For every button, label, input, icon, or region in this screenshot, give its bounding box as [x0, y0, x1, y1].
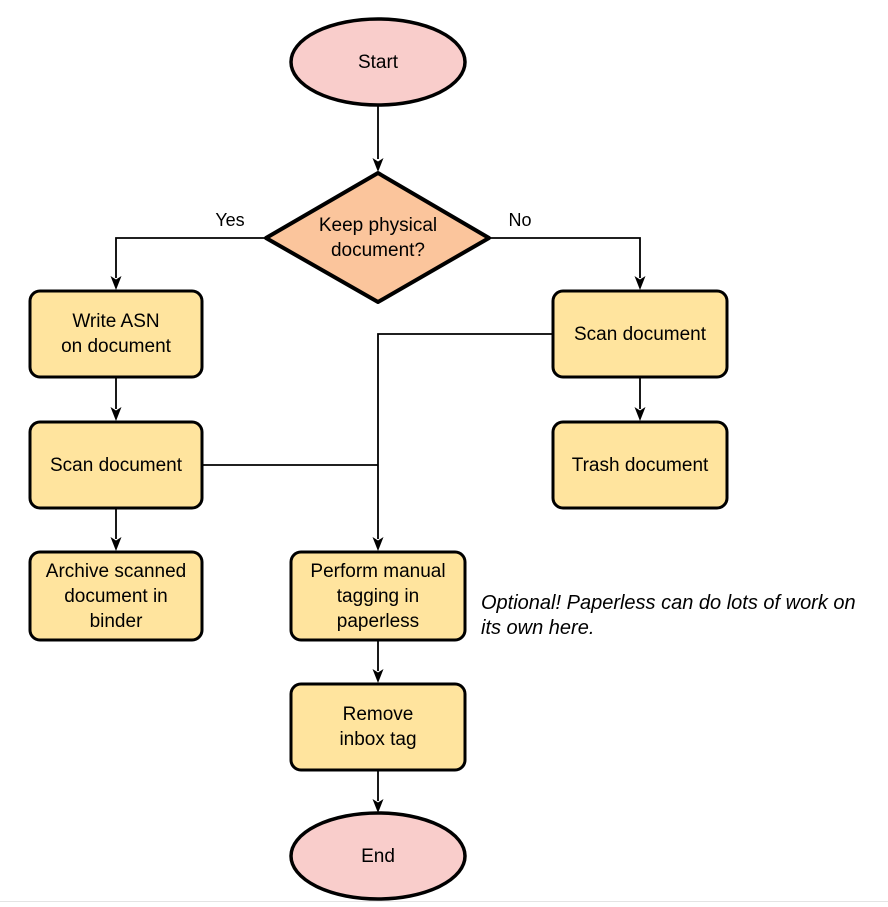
arrowhead: [372, 799, 384, 813]
scan-left-node-label: Scan document: [49, 454, 183, 476]
decision-node-label: Keep physical document?: [318, 215, 438, 261]
edge-scan-right-tagging: [372, 333, 552, 551]
scan-right-node-label: Scan document: [573, 323, 707, 345]
edge-tagging-remove-inbox: [372, 641, 384, 683]
arrowhead: [110, 407, 122, 421]
arrowhead: [110, 276, 122, 290]
remove-inbox-node-label: Remove inbox tag: [339, 704, 417, 750]
tagging-node-label: Perform manual tagging in paperless: [310, 560, 446, 632]
decision-node: [264, 171, 491, 304]
remove-inbox-node: [289, 682, 467, 772]
tagging-node: [289, 550, 467, 642]
edge-decision-scan-right: [490, 237, 646, 290]
write-asn-node: [28, 289, 204, 379]
archive-node: [28, 550, 204, 642]
start-node-label: Start: [357, 51, 399, 73]
optional-annotation: Optional! Paperless can do lots of work …: [481, 592, 856, 639]
arrowhead: [634, 407, 646, 421]
arrowhead: [634, 276, 646, 290]
edge-decision-write-asn: [110, 237, 265, 290]
yes-edge-label: Yes: [215, 210, 245, 230]
arrowhead: [372, 537, 384, 551]
archive-node-label: Archive scanned document in binder: [45, 560, 187, 632]
edge-remove-inbox-end: [372, 771, 384, 813]
end-node-label: End: [361, 845, 395, 867]
trash-node-label: Trash document: [571, 454, 709, 476]
trash-node: [551, 420, 729, 510]
arrowhead: [110, 537, 122, 551]
edge-start-decision: [372, 106, 384, 172]
arrowhead: [372, 158, 384, 172]
write-asn-node-label: Write ASN on document: [61, 311, 171, 357]
no-edge-label: No: [508, 210, 532, 230]
edge-scan-left-archive: [110, 509, 122, 551]
page-bottom-edge: [0, 901, 888, 902]
edge-scan-right-trash: [634, 378, 646, 421]
arrowhead: [372, 669, 384, 683]
edge-write-asn-scan-left: [110, 378, 122, 421]
scan-left-node: [28, 420, 204, 510]
end-node: [289, 811, 467, 901]
start-node: [289, 17, 467, 107]
scan-right-node: [551, 289, 729, 379]
